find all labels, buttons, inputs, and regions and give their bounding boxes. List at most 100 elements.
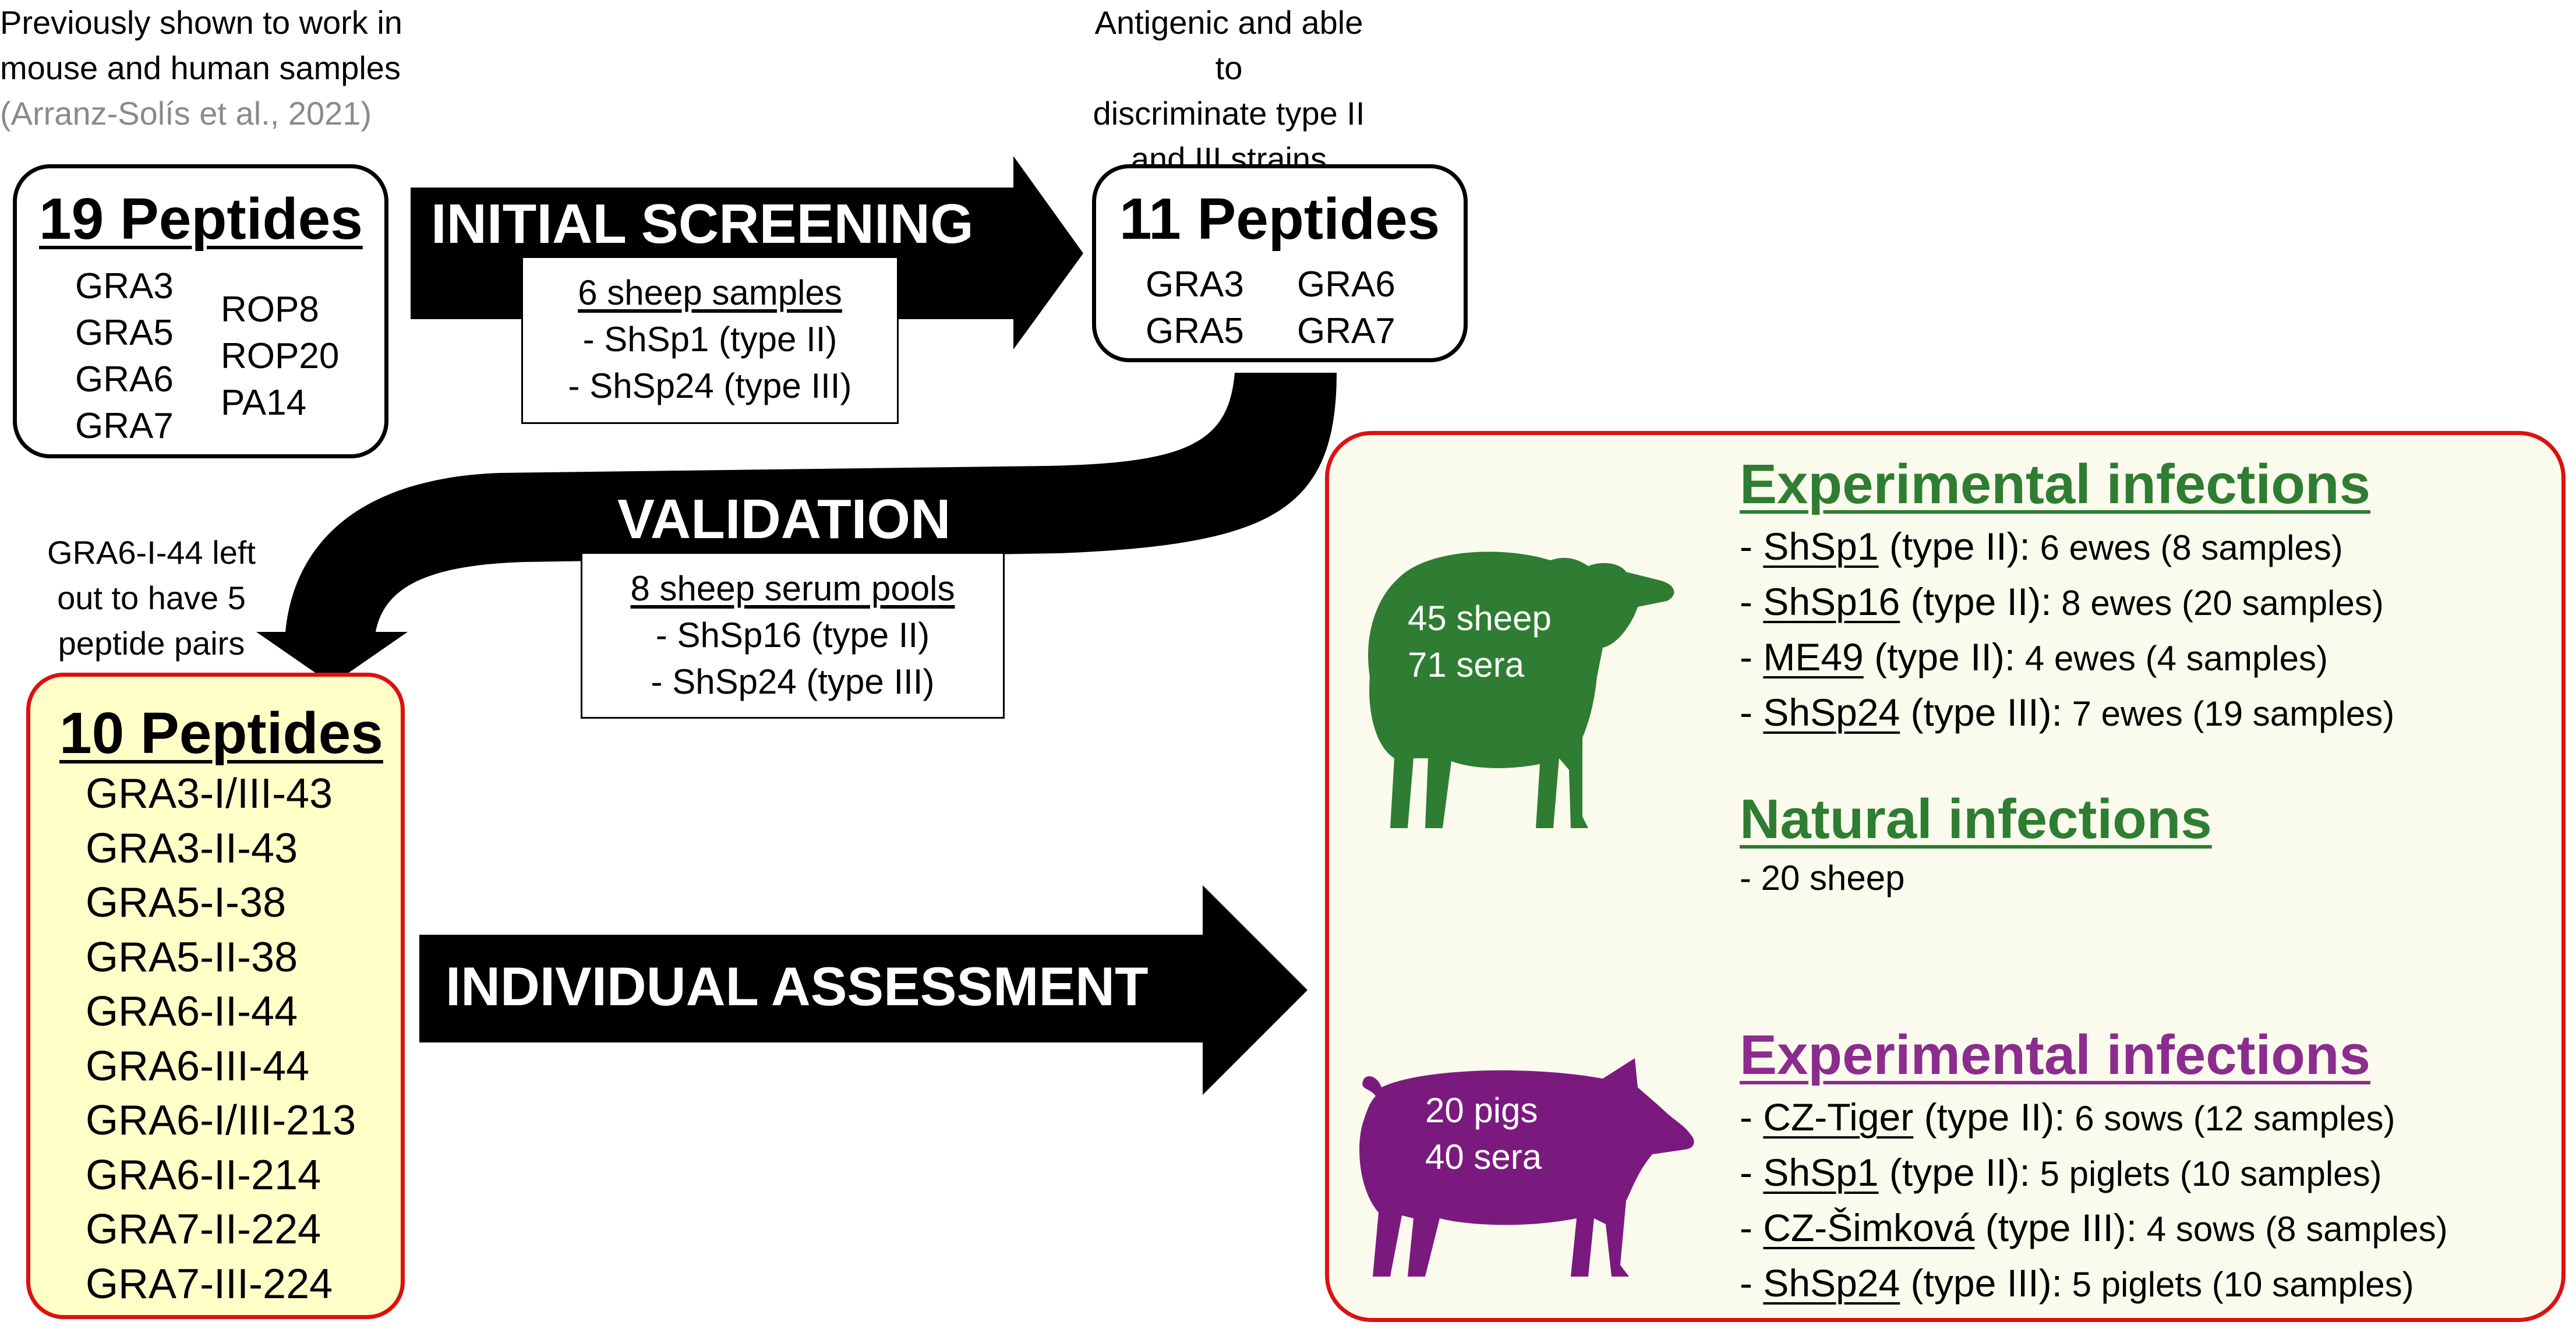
dash: -: [1740, 525, 1764, 568]
samples-title: 6 sheep samples: [578, 273, 842, 312]
infection-detail: 6 ewes (8 samples): [2040, 528, 2343, 567]
validation-arrow: [256, 373, 1337, 684]
pig-experimental-list: - CZ-Tiger (type II): 6 sows (12 samples…: [1740, 1090, 2448, 1312]
strain-type-spacer: [1900, 1261, 1910, 1305]
box-title: 19 Peptides: [39, 186, 363, 252]
infection-row: - ShSp24 (type III): 7 ewes (19 samples): [1740, 685, 2394, 741]
strain-type-spacer: [1864, 635, 1874, 678]
infection-row: - CZ-Šimková (type III): 4 sows (8 sampl…: [1740, 1201, 2448, 1256]
peptide: GRA5-I-38: [86, 879, 287, 926]
samples-validation: 8 sheep serum pools - ShSp16 (type II) -…: [581, 552, 1005, 719]
strain-type: (type III):: [1910, 691, 2062, 734]
peptide: GRA3: [75, 266, 174, 306]
peptide: GRA6: [1297, 264, 1395, 305]
individual-assessment-arrow: [419, 885, 1308, 1095]
strain-type-spacer: [1900, 691, 1910, 734]
peptide: GRA3: [1146, 264, 1244, 305]
strain-type: (type III):: [1910, 1261, 2062, 1305]
strain-type: (type II):: [1924, 1095, 2065, 1139]
dash: -: [1740, 580, 1764, 623]
note-line: out to have 5: [57, 579, 246, 616]
peptide: GRA6-II-44: [86, 988, 298, 1035]
peptide: GRA7: [75, 406, 174, 446]
peptide: GRA6: [75, 359, 174, 400]
box-title: 11 Peptides: [1119, 186, 1440, 252]
note-line: peptide pairs: [58, 625, 245, 662]
infection-detail: 6 sows (12 samples): [2075, 1099, 2395, 1138]
samples-title: 8 sheep serum pools: [630, 569, 955, 608]
infection-row: - ME49 (type II): 4 ewes (4 samples): [1740, 630, 2394, 685]
peptide: GRA6-II-214: [86, 1151, 321, 1199]
note-line: mouse and human samples: [0, 50, 401, 86]
infection-row: - ShSp24 (type III): 5 piglets (10 sampl…: [1740, 1256, 2448, 1312]
initial-screening-label: INITIAL SCREENING: [431, 193, 974, 255]
strain-type: (type II):: [1889, 525, 2030, 568]
infection-row: - ShSp1 (type II): 6 ewes (8 samples): [1740, 519, 2394, 575]
peptide: GRA3-I/III-43: [86, 771, 333, 817]
dash: -: [1740, 635, 1764, 678]
spacer: [2015, 639, 2025, 678]
infection-row: - CZ-Tiger (type II): 6 sows (12 samples…: [1740, 1090, 2448, 1146]
peptide: ROP20: [221, 336, 340, 376]
infection-detail: 4 ewes (4 samples): [2024, 639, 2328, 678]
peptide: GRA7-III-224: [86, 1260, 333, 1307]
pig-label-line: 20 pigs: [1425, 1091, 1538, 1130]
peptide: PA14: [221, 383, 307, 423]
infection-row: - ShSp16 (type II): 8 ewes (20 samples): [1740, 575, 2394, 630]
box-19-peptides: 19 Peptides GRA3 GRA5 GRA6 GRA7 ROP8 ROP…: [13, 164, 388, 458]
sample-line: - ShSp24 (type III): [651, 662, 935, 701]
sheep-experimental-title: Experimental infections: [1740, 453, 2370, 515]
strain: ShSp16: [1763, 580, 1900, 623]
strain: CZ-Šimková: [1763, 1206, 1975, 1249]
dash: -: [1740, 1206, 1764, 1249]
spacer: [2030, 1154, 2040, 1193]
sample-line: - ShSp16 (type II): [655, 616, 930, 655]
strain-type: (type III):: [1985, 1206, 2137, 1249]
dash: -: [1740, 1261, 1764, 1305]
spacer: [2137, 1210, 2147, 1249]
strain: ME49: [1763, 635, 1864, 678]
natural-infection-row: - 20 sheep: [1740, 858, 1905, 897]
spacer: [2065, 1099, 2075, 1138]
peptide: ROP8: [221, 289, 319, 330]
strain: CZ-Tiger: [1763, 1095, 1914, 1139]
peptide: GRA7-II-224: [86, 1206, 321, 1253]
dash: -: [1740, 1095, 1764, 1139]
spacer: [2052, 584, 2062, 623]
dash: -: [1740, 1151, 1764, 1194]
infection-detail: 5 piglets (10 samples): [2040, 1154, 2382, 1193]
spacer: [2030, 528, 2040, 567]
sheep-count: 45 sheep 71 sera: [1408, 595, 1552, 688]
strain-type: (type II):: [1874, 635, 2016, 678]
infection-detail: 4 sows (8 samples): [2146, 1210, 2448, 1249]
peptide: GRA6-III-44: [86, 1042, 310, 1090]
dash: -: [1740, 691, 1764, 734]
strain: ShSp1: [1763, 1151, 1879, 1194]
strain-type: (type II):: [1889, 1151, 2030, 1194]
strain-type-spacer: [1974, 1206, 1985, 1249]
sample-line: - ShSp24 (type III): [568, 366, 852, 405]
infection-detail: 7 ewes (19 samples): [2072, 694, 2395, 733]
peptide: GRA5-II-38: [86, 934, 298, 981]
infection-row: - ShSp1 (type II): 5 piglets (10 samples…: [1740, 1146, 2448, 1201]
box-11-peptides: 11 Peptides GRA3 GRA5 GRA6 GRA7: [1092, 164, 1468, 362]
sheep-icon: [1368, 552, 1674, 828]
box-title: 10 Peptides: [59, 701, 383, 766]
spacer: [2062, 694, 2072, 733]
strain: ShSp24: [1763, 1261, 1900, 1305]
note-line: Previously shown to work in: [0, 4, 402, 41]
note-line: GRA6-I-44 left: [47, 534, 256, 571]
individual-assessment-label: INDIVIDUAL ASSESSMENT: [446, 956, 1149, 1017]
peptide: GRA7: [1297, 311, 1395, 351]
strain-type: (type II):: [1910, 580, 2052, 623]
samples-initial: 6 sheep samples - ShSp1 (type II) - ShSp…: [521, 256, 899, 424]
note-line: discriminate type II: [1093, 95, 1365, 132]
strain-type-spacer: [1913, 1095, 1924, 1139]
note-line: Antigenic and able to: [1094, 4, 1363, 86]
peptide: GRA6-I/III-213: [86, 1097, 356, 1144]
strain-type-spacer: [1879, 1151, 1889, 1194]
validation-label: VALIDATION: [617, 488, 951, 550]
pig-count: 20 pigs 40 sera: [1425, 1087, 1542, 1181]
strain-type-spacer: [1879, 525, 1889, 568]
note-previous-work: Previously shown to work in mouse and hu…: [0, 0, 402, 136]
